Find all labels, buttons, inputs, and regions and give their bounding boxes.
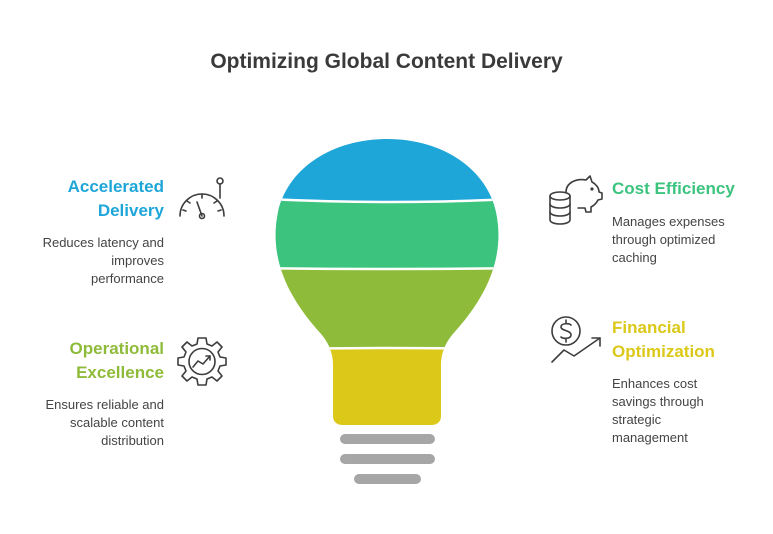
financial-optimization-description: Enhances cost savings through strategic …: [612, 376, 704, 445]
bulb-segment-yellow: [275, 348, 499, 425]
operational-excellence-description: Ensures reliable and scalable content di…: [45, 397, 164, 448]
bulb-base-bar-3: [354, 474, 421, 484]
page-title: Optimizing Global Content Delivery: [210, 50, 563, 73]
cost-efficiency-description: Manages expenses through optimized cachi…: [612, 214, 725, 265]
bulb-segment-blue: [275, 139, 499, 210]
gear-chart-icon: [177, 337, 227, 386]
financial-optimization-heading: Financial Optimization: [612, 318, 715, 361]
speedometer-icon: [179, 177, 225, 220]
bulb-base-bar-2: [340, 454, 435, 464]
accelerated-delivery-heading: Accelerated Delivery: [67, 177, 164, 220]
piggy-bank-coins-icon: [549, 175, 603, 225]
bulb-segment-teal: [275, 198, 499, 272]
cost-efficiency-heading: Cost Efficiency: [612, 179, 735, 198]
accelerated-delivery-description: Reduces latency and improves performance: [42, 235, 164, 286]
bulb-segment-olive: [275, 268, 499, 352]
bulb-base-bar-1: [340, 434, 435, 444]
dollar-growth-icon: [551, 316, 601, 363]
operational-excellence-heading: Operational Excellence: [69, 339, 164, 382]
